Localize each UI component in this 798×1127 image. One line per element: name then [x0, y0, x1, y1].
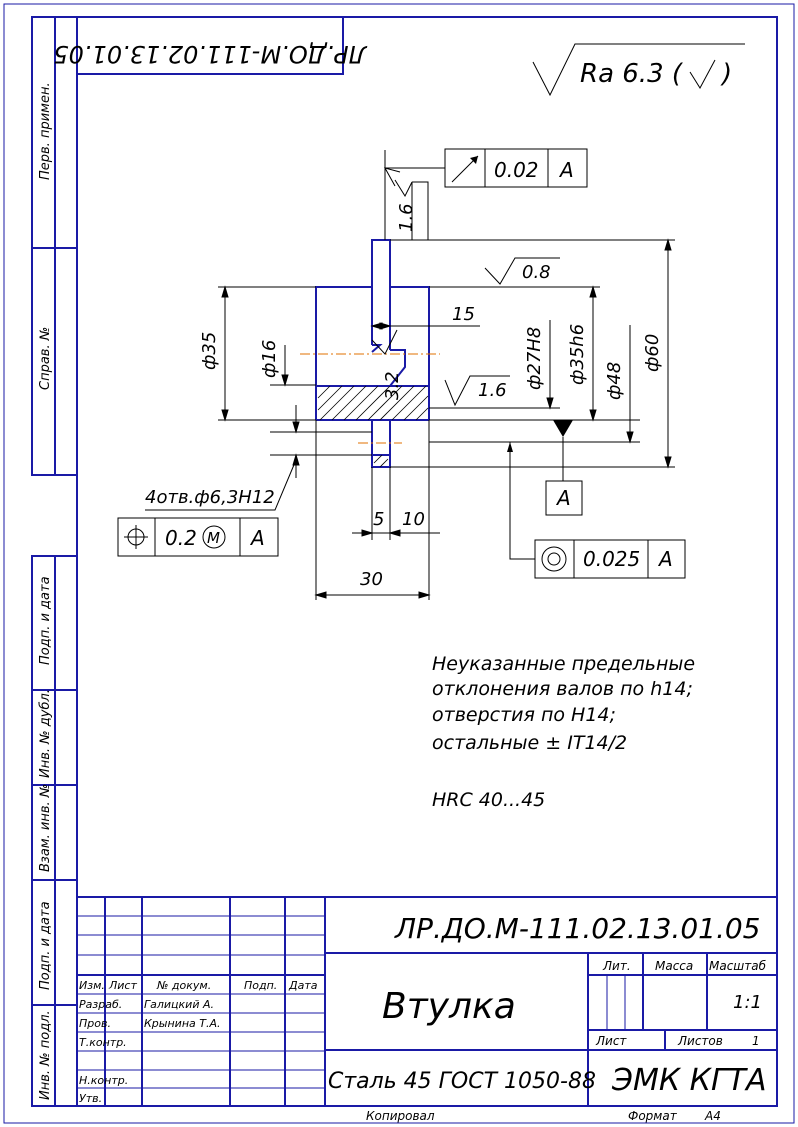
datum-a-label: A	[555, 486, 571, 510]
technical-notes: Неуказанные предельные отклонения валов …	[432, 653, 695, 811]
position-datum: A	[249, 526, 265, 550]
name-prov: Крынина Т.А.	[144, 1017, 220, 1030]
note-line: остальные ± IT14/2	[432, 732, 627, 754]
roughness-general-close: )	[720, 59, 732, 89]
header-izm: Изм.	[79, 979, 105, 992]
label-perv-primen: Перв. примен.	[38, 82, 53, 180]
label-inv-podl: Инв. № подл.	[38, 1010, 53, 1100]
dim-d48: ф48	[604, 362, 625, 400]
roughness-general-text: Ra 6.3 (	[580, 59, 684, 89]
part-name: Втулка	[382, 986, 516, 1027]
part-view	[218, 150, 675, 600]
lit-label: Лит.	[602, 959, 631, 973]
footer-format-value: А4	[704, 1109, 721, 1123]
runout-value: 0.02	[494, 158, 539, 182]
dim-30: 30	[360, 569, 383, 590]
rough-bore: 1.6	[478, 380, 507, 401]
footer-format: Формат	[628, 1109, 678, 1123]
section-hatching	[317, 385, 429, 468]
position-mod: M	[207, 529, 220, 547]
rough-top: 1.6	[396, 203, 417, 232]
sheets-label: Листов	[677, 1034, 723, 1048]
dim-10: 10	[402, 509, 425, 530]
scale-value: 1:1	[733, 992, 762, 1013]
role-tkontr: Т.контр.	[79, 1036, 127, 1049]
general-roughness: Ra 6.3 ( )	[532, 43, 745, 97]
coaxiality-frame: 0.025 A	[507, 442, 686, 579]
title-code: ЛР.ДО.М-111.02.13.01.05	[394, 912, 760, 945]
side-strips	[31, 16, 78, 1107]
label-sprav-no: Справ. №	[38, 327, 53, 390]
masshtab-label: Масштаб	[709, 959, 767, 973]
roughness-top-mark	[394, 179, 413, 240]
name-razrab: Галицкий А.	[144, 998, 214, 1011]
header-data: Дата	[288, 979, 318, 992]
rotated-code-box	[76, 16, 344, 75]
note-line: Неуказанные предельные	[432, 653, 695, 675]
runout-tolerance-frame: 0.02 A	[444, 148, 588, 188]
note-line: отклонения валов по h14;	[432, 678, 693, 700]
header-list: Лист	[108, 979, 137, 992]
dim-d27: ф27Н8	[524, 327, 545, 390]
sheets-count: 1	[752, 1034, 760, 1048]
header-podp: Подп.	[244, 979, 277, 992]
coax-datum: A	[657, 547, 673, 571]
position-tol: 0.2	[165, 526, 197, 550]
rotated-doc-code: ЛР.ДО.М-111.02.13.01.05	[53, 40, 367, 68]
part-contour-upper	[315, 239, 430, 420]
hardness-note: HRC 40...45	[432, 789, 545, 811]
side-labels: Перв. примен. Справ. № Подп. и дата Инв.…	[38, 82, 53, 1100]
dim-d35: ф35	[199, 332, 220, 370]
role-utv: Утв.	[79, 1092, 102, 1105]
sheet-label: Лист	[595, 1034, 627, 1048]
dim-d60: ф60	[642, 334, 663, 372]
roughness-face-mark	[484, 257, 560, 285]
note-line: отверстия по Н14;	[432, 704, 616, 726]
position-frame: 4отв.ф6,3Н12 0.2 M A	[117, 459, 297, 557]
coax-value: 0.025	[583, 547, 640, 571]
outer-frame	[3, 3, 795, 1124]
label-podp-data-1: Подп. и дата	[38, 576, 53, 665]
datum-a: A	[545, 420, 583, 516]
label-podp-data-2: Подп. и дата	[38, 901, 53, 990]
material: Сталь 45 ГОСТ 1050-88	[328, 1069, 596, 1094]
role-nkontr: Н.контр.	[79, 1074, 128, 1087]
holes-note: 4отв.ф6,3Н12	[145, 487, 275, 508]
header-doc-no: № докум.	[156, 979, 211, 992]
dim-d16: ф16	[259, 340, 280, 378]
dim-15: 15	[452, 304, 475, 325]
footer-copied: Копировал	[366, 1109, 435, 1123]
label-inv-dubl: Инв. № дубл.	[38, 689, 53, 778]
datum-triangle-icon	[553, 420, 573, 437]
coaxiality-icon	[541, 546, 567, 572]
dim-5: 5	[373, 509, 384, 530]
massa-label: Масса	[655, 959, 693, 973]
dim-d35h6: ф35h6	[567, 324, 588, 385]
roughness-bore-mark	[444, 375, 510, 407]
roughness-chamfer-mark	[371, 329, 398, 355]
title-block: ЛР.ДО.М-111.02.13.01.05 Изм. Лист № доку…	[77, 896, 777, 1106]
organization: ЭМК КГТА	[611, 1063, 767, 1098]
dimension-texts: 1.6 0.8 1.6 3.2 15 ф35 ф16 ф27Н8 ф35h6 ф…	[199, 203, 663, 590]
runout-datum: A	[558, 158, 574, 182]
rough-chamfer: 3.2	[382, 371, 403, 400]
label-vzam-inv: Взам. инв. №	[38, 784, 53, 872]
role-prov: Пров.	[79, 1017, 111, 1030]
rough-face: 0.8	[522, 262, 551, 283]
role-razrab: Разраб.	[79, 998, 122, 1011]
roughness-mark-icon	[689, 59, 716, 89]
